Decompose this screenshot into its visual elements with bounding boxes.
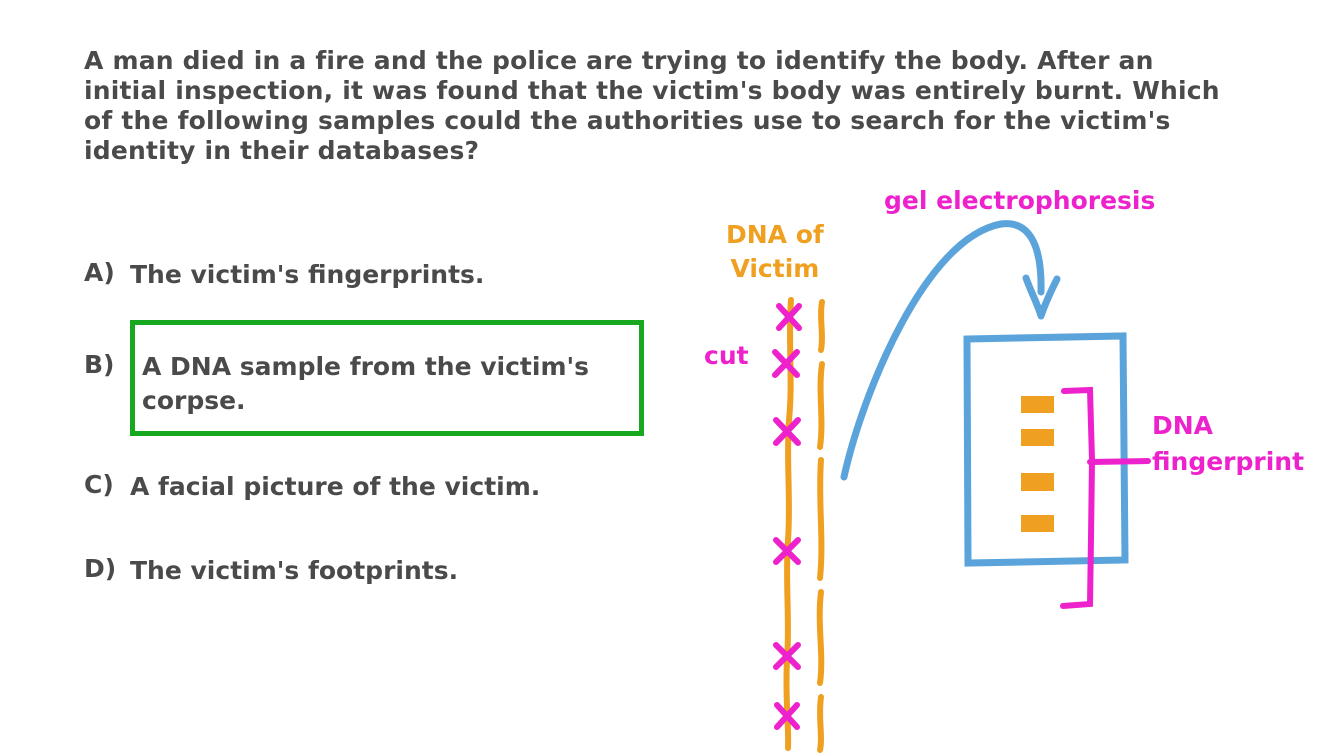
bracket-icon: [1060, 386, 1151, 609]
option-c-letter: C): [84, 470, 114, 499]
option-c[interactable]: C) A facial picture of the victim.: [84, 470, 540, 504]
label-cut: cut: [704, 341, 749, 370]
dna-strand-right-fragments: [816, 299, 825, 753]
curved-arrow-icon: [840, 220, 1061, 481]
option-b-letter: B): [84, 350, 115, 379]
option-a[interactable]: A) The victim's fingerprints.: [84, 258, 484, 292]
option-b-label: A DNA sample from the victim's corpse.: [142, 352, 590, 415]
label-dna-of-victim: DNA of Victim: [726, 220, 824, 283]
question-line: initial inspection, it was found that th…: [84, 76, 1220, 105]
option-a-letter: A): [84, 258, 115, 287]
question-line: A man died in a fire and the police are …: [84, 46, 1154, 75]
question-line: identity in their databases?: [84, 136, 480, 165]
option-d-label: The victim's footprints.: [130, 556, 459, 585]
option-d[interactable]: D) The victim's footprints.: [84, 554, 458, 588]
gel-band-2: [1021, 429, 1054, 446]
question-line: of the following samples could the autho…: [84, 106, 1171, 135]
label-dna-fingerprint: DNA fingerprint: [1152, 411, 1305, 476]
gel-band-1: [1021, 396, 1054, 413]
dna-strand-left: [783, 297, 794, 751]
gel-band-3: [1021, 473, 1054, 491]
question-text: A man died in a fire and the police are …: [84, 46, 1220, 166]
gel-box: [963, 332, 1129, 567]
cut-mark-icon: [772, 303, 802, 730]
gel-bands: [1021, 396, 1054, 532]
option-b-letter-wrap[interactable]: B): [84, 350, 130, 380]
label-gel-electrophoresis: gel electrophoresis: [884, 186, 1156, 215]
option-c-label: A facial picture of the victim.: [130, 472, 541, 501]
correct-answer-highlight-box: [130, 320, 644, 436]
option-a-label: The victim's fingerprints.: [130, 260, 485, 289]
gel-band-4: [1021, 515, 1054, 532]
option-d-letter: D): [84, 554, 117, 583]
